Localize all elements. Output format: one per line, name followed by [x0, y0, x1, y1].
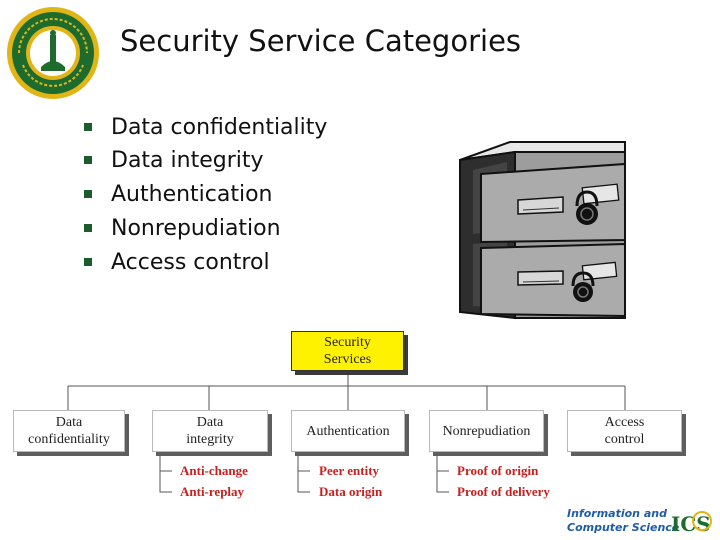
filing-cabinet-illustration: [455, 140, 630, 320]
bullet-text: Data confidentiality: [111, 114, 328, 140]
bullet-square-icon: [84, 224, 92, 232]
bullet-square-icon: [84, 123, 92, 131]
ics-logo-mark: ICS: [671, 512, 711, 536]
ics-logo-line1: Information and: [567, 507, 667, 520]
bullet-square-icon: [84, 258, 92, 266]
subitem-anti-replay: Anti-replay: [180, 484, 245, 499]
subitem-peer-entity: Peer entity: [319, 463, 380, 478]
bullet-item: Authentication: [84, 177, 273, 211]
ics-logo-line2: Computer Science: [567, 521, 680, 534]
bullet-item: Access control: [84, 245, 270, 279]
bullet-text: Access control: [111, 249, 270, 275]
bullet-text: Nonrepudiation: [111, 215, 281, 241]
subitem-proof-of-origin: Proof of origin: [457, 463, 539, 478]
bullet-text: Authentication: [111, 181, 273, 207]
subitem-proof-of-delivery: Proof of delivery: [457, 484, 550, 499]
university-logo: [5, 5, 101, 101]
subitem-anti-change: Anti-change: [180, 463, 248, 478]
bullet-item: Nonrepudiation: [84, 211, 281, 245]
security-services-box: Security Services: [291, 331, 404, 371]
ics-logo: Information and Computer Science ICS: [563, 504, 715, 536]
bullet-item: Data confidentiality: [84, 110, 327, 144]
bullet-square-icon: [84, 190, 92, 198]
slide-title: Security Service Categories: [120, 24, 522, 58]
category-box-authentication: Authentication: [291, 410, 405, 452]
bullet-item: Data integrity: [84, 143, 264, 177]
category-box-data-confidentiality: Data confidentiality: [13, 410, 125, 452]
category-box-data-integrity: Data integrity: [152, 410, 268, 452]
bullet-text: Data integrity: [111, 147, 264, 173]
bullet-square-icon: [84, 156, 92, 164]
category-box-nonrepudiation: Nonrepudiation: [429, 410, 544, 452]
subitem-data-origin: Data origin: [319, 484, 383, 499]
category-box-access-control: Access control: [567, 410, 682, 452]
